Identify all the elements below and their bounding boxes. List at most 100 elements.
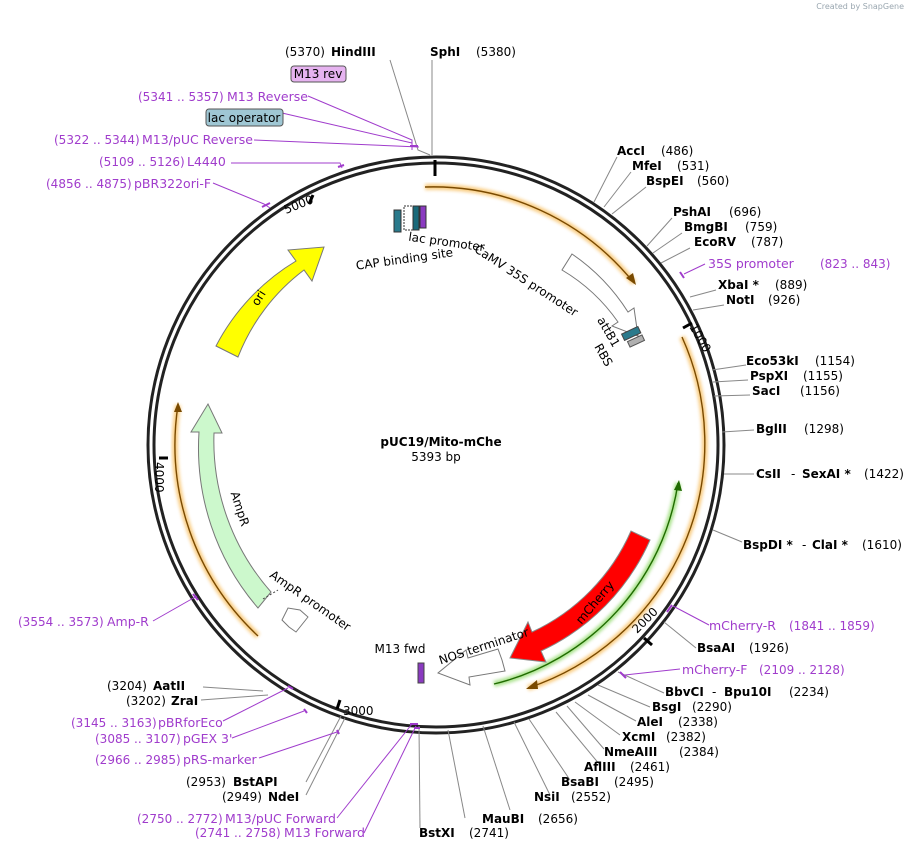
primer-mcherryr: mCherry-R [709,618,776,633]
primer-l4440: L4440 [187,154,226,169]
camv-35s-arrow [561,253,639,337]
site-xcmi: XcmI [622,730,655,744]
site-csii-pos: (1422) [864,467,904,481]
site-pshai: PshAI [673,205,711,219]
snapgene-credit: Created by SnapGene [816,2,904,11]
site-nmeaiii-pos: (2384) [679,745,719,759]
site-dash-2: - [802,538,806,552]
site-bstxi-pos: (2741) [469,826,509,840]
site-maubi: MauBI [482,812,524,826]
site-aatii-pos: (3204) [107,679,147,693]
site-bsgi-pos: (2290) [692,700,732,714]
primer-m13reverse: M13 Reverse [227,89,308,104]
mcherry-arrow [509,530,651,663]
primer-leader-lines [152,95,710,834]
site-mfei: MfeI [632,159,662,173]
site-alei: AleI [637,715,663,729]
site-bspei: BspEI [646,174,684,188]
site-bmgbi-pos: (759) [745,220,777,234]
primer-mcherryf: mCherry-F [682,662,747,677]
primer-m13pucfwd: M13/pUC Forward [225,811,336,826]
site-bbvci-pos: (2234) [789,685,829,699]
site-xbai: XbaI * [718,278,760,292]
primer-pbrforeco-range: (3145 .. 3163) [71,716,157,730]
primer-ampr-range: (3554 .. 3573) [18,615,104,629]
site-afliii-pos: (2461) [630,760,670,774]
site-sexai: SexAI * [802,467,851,481]
site-afliii: AflIII [584,760,616,774]
site-bglii-pos: (1298) [804,422,844,436]
cap-site-feature [393,209,402,233]
primer-35s-range: (823 .. 843) [820,257,890,271]
lac-operator-box-label: lac operator [208,111,281,125]
site-bsaai: BsaAI [697,641,735,655]
site-hindiii-pos: (5370) [285,45,325,59]
site-bbvci: BbvCI [665,685,704,699]
site-bsabi-pos: (2495) [614,775,654,789]
primer-prs: pRS-marker [183,752,258,767]
site-nsii-pos: (2552) [571,790,611,804]
site-bsgi: BsgI [652,700,681,714]
primer-m13pucrev: M13/pUC Reverse [142,132,253,147]
cap-site-label: CAP binding site [355,245,454,272]
site-bglii: BglII [756,422,787,436]
site-alei-pos: (2338) [678,715,718,729]
site-eco53ki: Eco53kI [746,354,799,368]
attb1-feature [620,325,642,342]
m13-rev-box-label: M13 rev [294,67,343,81]
primer-pbr322-range: (4856 .. 4875) [46,177,132,191]
site-noti: NotI [726,293,755,307]
leader-lines [200,59,755,829]
site-eco53ki-pos: (1154) [815,354,855,368]
site-bspei-pos: (560) [697,174,729,188]
site-bspdi: BspDI * [743,538,793,552]
site-bsabi: BsaBI [561,775,599,789]
backbone-outer [146,155,726,735]
ampr-arrow [190,402,272,609]
primer-ampr: Amp-R [107,614,149,629]
orf-arcs [171,183,708,691]
tick-label-3000: 3000 [343,704,374,718]
primer-pgex3: pGEX 3' [183,731,232,746]
site-xbai-pos: (889) [775,278,807,292]
camv-label: CaMV 35S promoter [472,242,581,319]
site-mfei-pos: (531) [677,159,709,173]
lac-operator-box [205,108,284,127]
m13-rev-feature [419,205,427,229]
primer-m13forward: M13 Forward [284,825,365,840]
primer-m13forward-range: (2741 .. 2758) [195,826,281,840]
ampr-promoter-label: AmpR promoter [267,568,353,634]
primer-prs-range: (2966 .. 2985) [95,753,181,767]
site-ndei-pos: (2949) [222,790,262,804]
m13-fwd-label: M13 fwd [375,642,426,656]
site-maubi-pos: (2656) [538,812,578,826]
primer-m13pucrev-range: (5322 .. 5344) [54,133,140,147]
site-ndei: NdeI [268,790,299,804]
site-ecorv-pos: (787) [751,235,783,249]
tick-label-5000: 5000 [282,192,316,216]
site-sphi: SphI [430,45,460,59]
site-nsii: NsiI [534,790,560,804]
site-saci: SacI [752,384,780,398]
site-bstapi: BstAPI [233,775,278,789]
primer-35s: 35S promoter [708,256,795,271]
primer-mcherryf-range: (2109 .. 2128) [759,663,845,677]
primer-marks [192,145,685,735]
primer-mcherryr-range: (1841 .. 1859) [789,619,875,633]
site-bpu10i: Bpu10I [724,685,771,699]
primer-l4440-range: (5109 .. 5126) [99,155,185,169]
primer-pbr322: pBR322ori-F [134,176,211,191]
site-pshai-pos: (696) [729,205,761,219]
site-pspxi-pos: (1155) [803,369,843,383]
primer-pbrforeco: pBRforEco [158,715,223,730]
site-dash-1: - [791,467,795,481]
ampr-join [262,589,279,600]
site-bmgbi: BmgBI [684,220,728,234]
site-zrai: ZraI [171,694,198,708]
site-clai: ClaI * [812,538,849,552]
plasmid-name: pUC19/Mito-mChe [380,435,501,449]
lac-promoter-feature [412,205,420,231]
site-xcmi-pos: (2382) [666,730,706,744]
m13-rev-box [290,65,347,83]
